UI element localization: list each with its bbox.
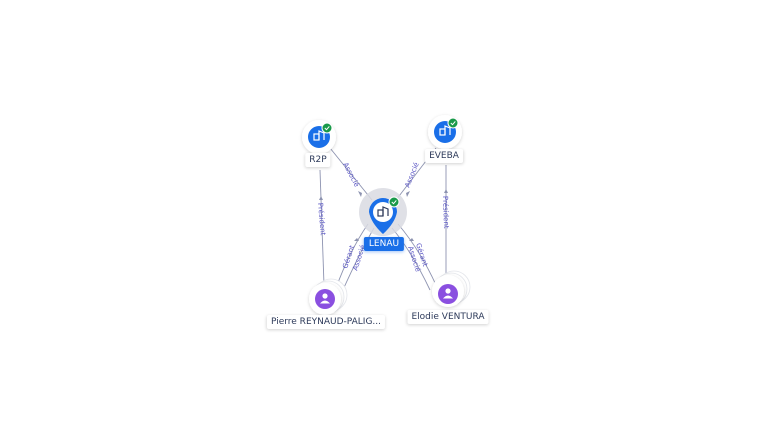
node-elodie[interactable] xyxy=(432,270,471,307)
node-r2p[interactable] xyxy=(302,120,336,154)
edge-label-elodie-eveba: Président xyxy=(441,196,450,229)
arrow-elodie-lenau xyxy=(409,238,414,241)
node-label-eveba[interactable]: EVEBA xyxy=(425,149,463,163)
building-icon xyxy=(377,206,389,217)
building-icon xyxy=(313,130,325,141)
edge-elodie-lenau-1[interactable] xyxy=(397,223,437,286)
verified-badge-icon xyxy=(388,196,400,208)
node-lenau[interactable] xyxy=(359,188,407,236)
edge-label-r2p-lenau: Associé xyxy=(341,161,360,188)
edge-label-eveba-lenau: Associé xyxy=(403,161,420,189)
verified-badge-icon xyxy=(447,117,459,129)
person-icon xyxy=(320,293,330,304)
arrow-r2p-lenau xyxy=(358,191,362,197)
edge-label-pierre-r2p: Président xyxy=(316,202,327,235)
edge-pierre-r2p[interactable] xyxy=(319,169,325,286)
node-label-r2p[interactable]: R2P xyxy=(305,153,331,167)
building-icon xyxy=(439,125,451,136)
arrow-elodie-eveba xyxy=(444,189,448,193)
arrow-eveba-lenau xyxy=(406,191,410,197)
node-label-elodie[interactable]: Elodie VENTURA xyxy=(407,310,489,324)
edge-arrows xyxy=(319,189,448,241)
node-label-lenau[interactable]: LENAU xyxy=(363,237,405,251)
person-icon xyxy=(443,288,453,299)
node-pierre[interactable] xyxy=(309,278,348,315)
edge-elodie-lenau-2[interactable] xyxy=(391,227,431,291)
node-eveba[interactable] xyxy=(428,115,462,149)
arrow-pierre-lenau xyxy=(354,238,359,241)
verified-badge-icon xyxy=(321,122,333,134)
node-label-pierre[interactable]: Pierre REYNAUD-PALIG... xyxy=(266,315,386,329)
arrow-pierre-r2p xyxy=(319,196,323,200)
edge-r2p-lenau[interactable] xyxy=(329,147,373,201)
